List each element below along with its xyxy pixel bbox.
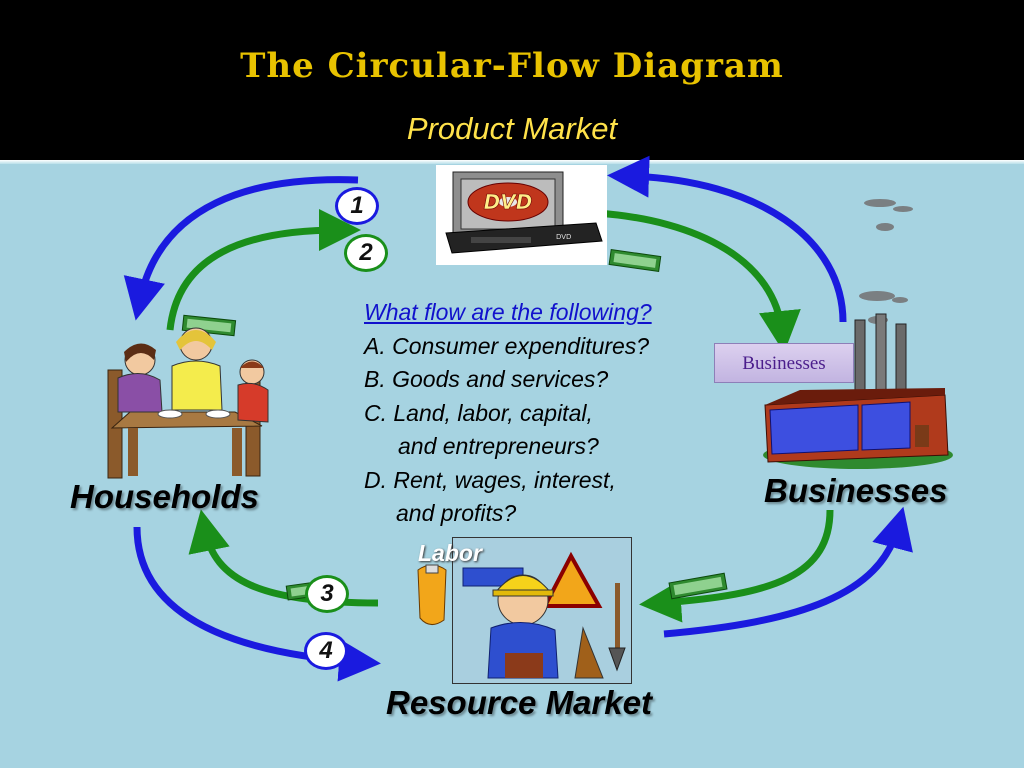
money-stack-icon [668,572,728,600]
question-c-line2: and entrepreneurs? [398,433,599,459]
family-dinner-icon [107,327,269,479]
question-heading: What flow are the following? [364,299,652,325]
hand-tool-icon [417,564,447,625]
construction-worker-icon [452,537,632,684]
page-subtitle: Product Market [406,111,618,146]
question-d-line2: and profits? [396,500,517,526]
dvd-front-label: DVD [556,233,571,241]
flow-number-1: 1 [335,187,379,225]
question-c-line1: C. Land, labor, capital, [364,399,593,426]
resource-market-label: Resource Market [386,684,652,721]
page-title: The Circular-Flow Diagram [240,46,784,86]
question-b: B. Goods and services? [364,366,609,392]
question-a: A. Consumer expenditures? [364,332,650,359]
flow-arrow-bottom-right-blue [663,506,913,638]
flow-arrow-2 [166,209,361,331]
households-label: Households [70,478,259,515]
flow-number-2: 2 [344,234,388,272]
flow-arrow-1 [123,176,359,321]
header-bar [0,0,1024,160]
flow-arrow-top-right-blue [607,155,847,323]
smoke-icon [859,199,913,324]
flow-arrow-top-right-green [595,209,801,353]
businesses-tag: Businesses [714,343,854,383]
labor-label: Labor [418,540,482,566]
dvd-logo-text: DVD [484,190,533,214]
question-list: What flow are the following? A. Consumer… [364,296,652,531]
flow-arrow-bottom-right-green [639,509,834,623]
factory-icon [763,313,953,469]
flow-number-4: 4 [304,632,348,670]
question-d-line1: D. Rent, wages, interest, [364,466,616,493]
businesses-label: Businesses [764,472,948,509]
flow-number-3: 3 [305,575,349,613]
header-divider [0,160,1024,164]
dvd-player-icon: DVD DVD [436,165,607,265]
money-stack-icon [608,249,662,272]
